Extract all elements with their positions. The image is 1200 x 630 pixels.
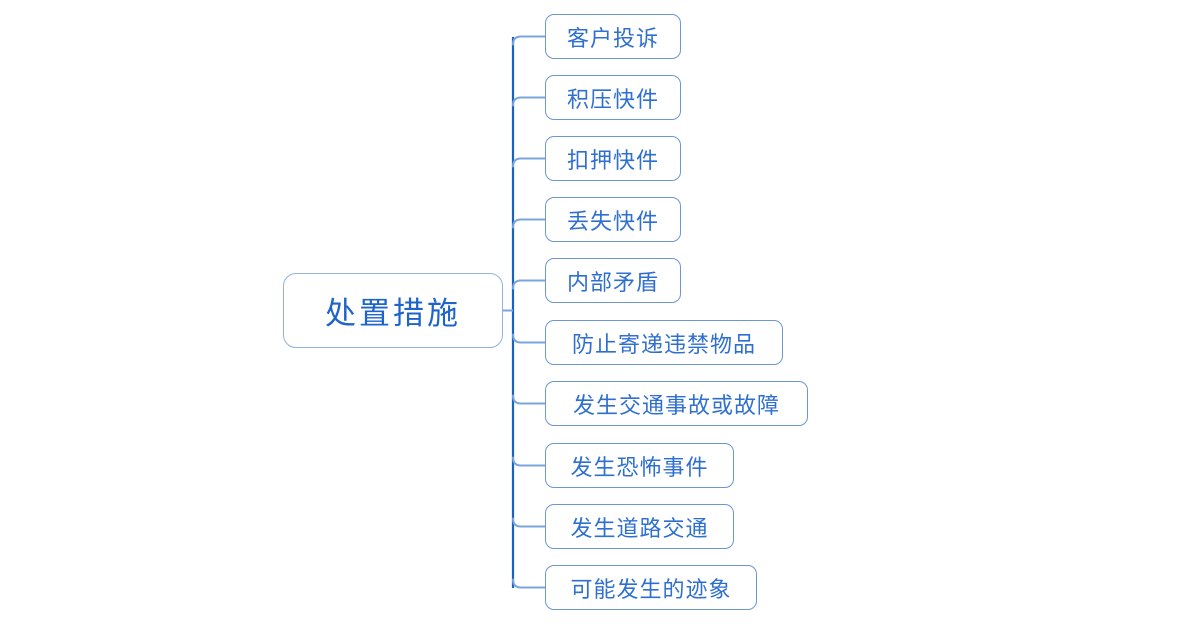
child-node-7[interactable]: 发生交通事故或故障: [545, 381, 808, 426]
child-node-label: 可能发生的迹象: [570, 577, 732, 603]
child-node-label: 发生交通事故或故障: [572, 393, 780, 419]
child-node-5[interactable]: 内部矛盾: [545, 258, 681, 303]
child-node-9[interactable]: 发生道路交通: [545, 504, 734, 549]
child-connector-8: [512, 456, 546, 467]
child-node-label: 扣押快件: [566, 148, 659, 174]
child-connector-3: [512, 157, 546, 168]
connector-group: [503, 35, 546, 589]
root-node-label: 处置措施: [325, 296, 461, 332]
child-node-label: 发生道路交通: [570, 516, 709, 542]
child-node-1[interactable]: 客户投诉: [545, 14, 681, 59]
child-node-6[interactable]: 防止寄递违禁物品: [545, 320, 783, 365]
child-connector-2: [512, 96, 546, 107]
child-node-3[interactable]: 扣押快件: [545, 136, 681, 181]
child-node-label: 防止寄递违禁物品: [571, 332, 756, 358]
child-connector-5: [512, 279, 546, 290]
child-connector-10: [512, 578, 546, 589]
child-node-label: 发生恐怖事件: [570, 455, 709, 481]
child-connector-1: [512, 35, 546, 46]
child-connector-6: [512, 333, 546, 344]
child-node-label: 内部矛盾: [566, 270, 659, 296]
child-node-10[interactable]: 可能发生的迹象: [545, 565, 757, 610]
child-node-4[interactable]: 丢失快件: [545, 197, 681, 242]
child-node-2[interactable]: 积压快件: [545, 75, 681, 120]
child-node-label: 客户投诉: [566, 26, 659, 52]
child-connector-7: [512, 394, 546, 405]
child-connector-9: [512, 517, 546, 528]
child-node-label: 积压快件: [566, 87, 659, 113]
root-node[interactable]: 处置措施: [283, 273, 503, 348]
child-connector-4: [512, 218, 546, 229]
child-node-label: 丢失快件: [566, 209, 659, 235]
child-node-8[interactable]: 发生恐怖事件: [545, 443, 734, 488]
